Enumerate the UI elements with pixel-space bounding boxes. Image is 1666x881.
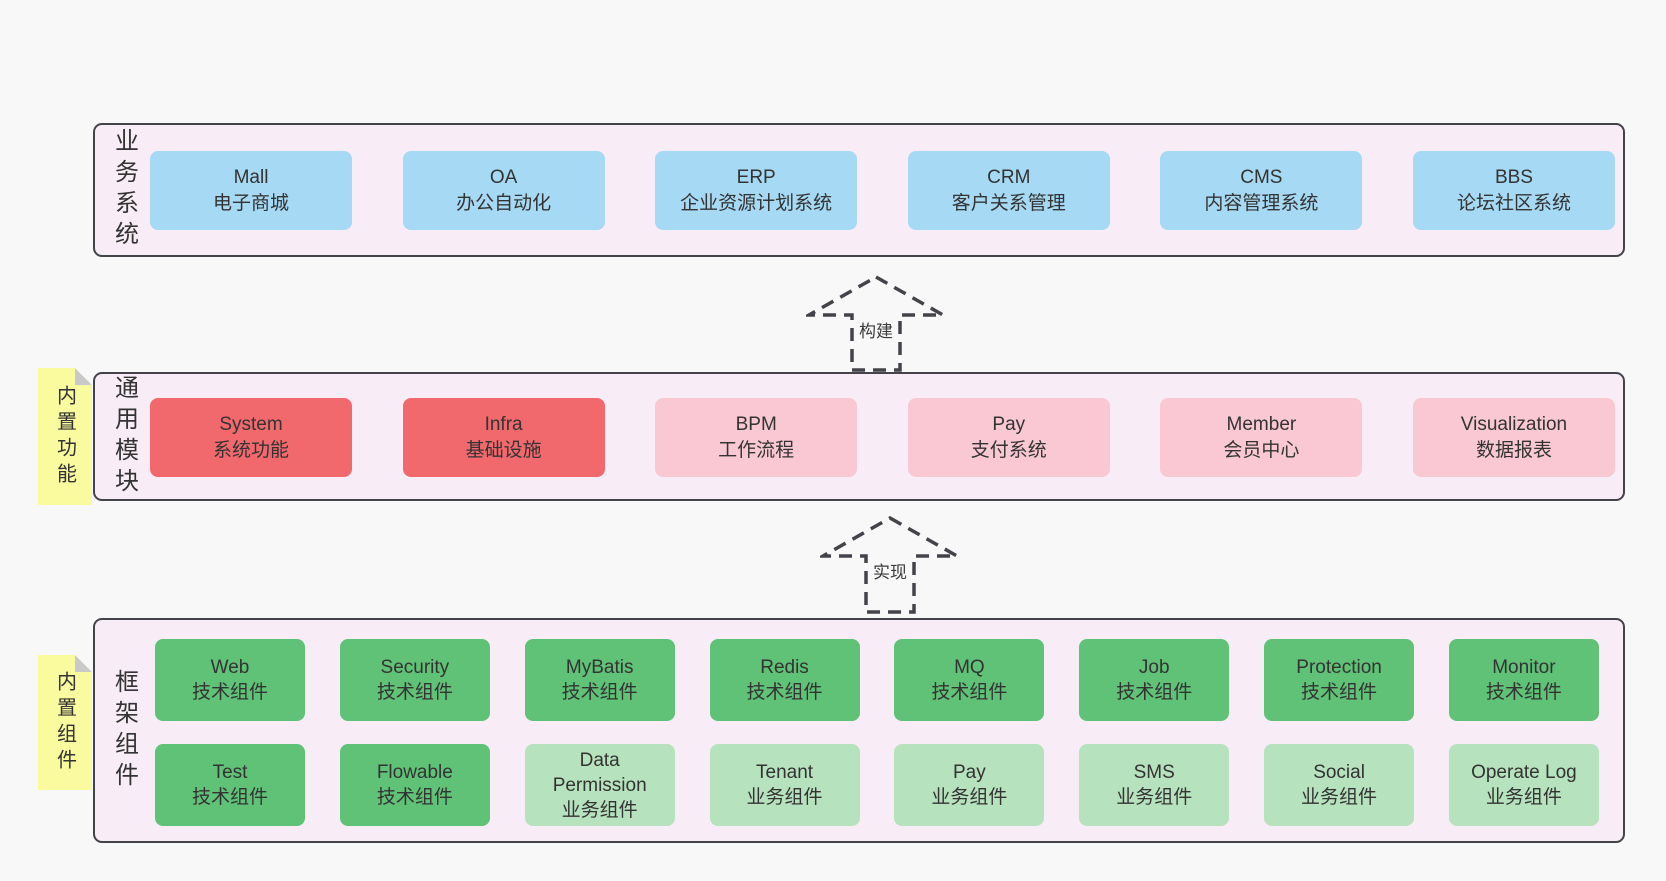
build-arrow: 构建 xyxy=(806,275,946,372)
node-mybatis: MyBatis 技术组件 xyxy=(524,639,675,721)
node-test: Test 技术组件 xyxy=(155,744,305,826)
fold-corner-icon xyxy=(75,368,92,385)
business-node-row: Mall 电子商城 OA 办公自动化 ERP 企业资源计划系统 CRM 客户关系… xyxy=(150,151,1615,230)
sticky-built-in-features: 内置功能 xyxy=(38,368,92,505)
node-monitor: Monitor 技术组件 xyxy=(1448,639,1599,721)
node-bpm: BPM 工作流程 xyxy=(655,398,858,477)
node-job: Job 技术组件 xyxy=(1079,639,1230,721)
implement-arrow-label: 实现 xyxy=(870,558,910,583)
band-label-business: 业务系统 xyxy=(110,128,138,252)
node-tenant: Tenant 业务组件 xyxy=(709,744,860,826)
node-mall: Mall 电子商城 xyxy=(150,151,352,230)
node-pay-biz: Pay 业务组件 xyxy=(894,744,1045,826)
band-label-framework: 框架组件 xyxy=(110,668,138,793)
node-data-permission: Data Permission 业务组件 xyxy=(524,744,675,826)
common-node-row: System 系统功能 Infra 基础设施 BPM 工作流程 Pay 支付系统… xyxy=(150,398,1615,477)
node-protection: Protection 技术组件 xyxy=(1264,639,1415,721)
node-cms: CMS 内容管理系统 xyxy=(1160,151,1363,230)
up-arrow-icon xyxy=(806,275,946,372)
node-flowable: Flowable 技术组件 xyxy=(339,744,490,826)
node-redis: Redis 技术组件 xyxy=(709,639,860,721)
node-system: System 系统功能 xyxy=(150,398,352,477)
node-mq: MQ 技术组件 xyxy=(894,639,1045,721)
node-visualization: Visualization 数据报表 xyxy=(1412,398,1615,477)
framework-node-row-2: Test 技术组件 Flowable 技术组件 Data Permission … xyxy=(155,744,1599,826)
node-sms: SMS 业务组件 xyxy=(1079,744,1230,826)
node-erp: ERP 企业资源计划系统 xyxy=(655,151,858,230)
node-member: Member 会员中心 xyxy=(1160,398,1363,477)
node-infra: Infra 基础设施 xyxy=(402,398,605,477)
node-crm: CRM 客户关系管理 xyxy=(907,151,1110,230)
fold-corner-icon xyxy=(75,655,92,672)
framework-node-row-1: Web 技术组件 Security 技术组件 MyBatis 技术组件 Redi… xyxy=(155,639,1599,721)
band-business-systems: 业务系统 Mall 电子商城 OA 办公自动化 ERP 企业资源计划系统 CRM… xyxy=(93,123,1625,257)
node-bbs: BBS 论坛社区系统 xyxy=(1412,151,1615,230)
node-social: Social 业务组件 xyxy=(1264,744,1415,826)
band-framework-components: 框架组件 Web 技术组件 Security 技术组件 MyBatis 技术组件… xyxy=(93,618,1625,843)
band-common-modules: 通用模块 System 系统功能 Infra 基础设施 BPM 工作流程 Pay… xyxy=(93,372,1625,501)
implement-arrow: 实现 xyxy=(820,516,960,614)
up-arrow-icon xyxy=(820,516,960,614)
node-security: Security 技术组件 xyxy=(339,639,490,721)
node-operate-log: Operate Log 业务组件 xyxy=(1448,744,1599,826)
node-web: Web 技术组件 xyxy=(155,639,305,721)
node-oa: OA 办公自动化 xyxy=(402,151,605,230)
build-arrow-label: 构建 xyxy=(856,317,896,342)
sticky-built-in-components: 内置组件 xyxy=(38,655,92,790)
node-pay: Pay 支付系统 xyxy=(907,398,1110,477)
band-label-common: 通用模块 xyxy=(110,374,138,499)
